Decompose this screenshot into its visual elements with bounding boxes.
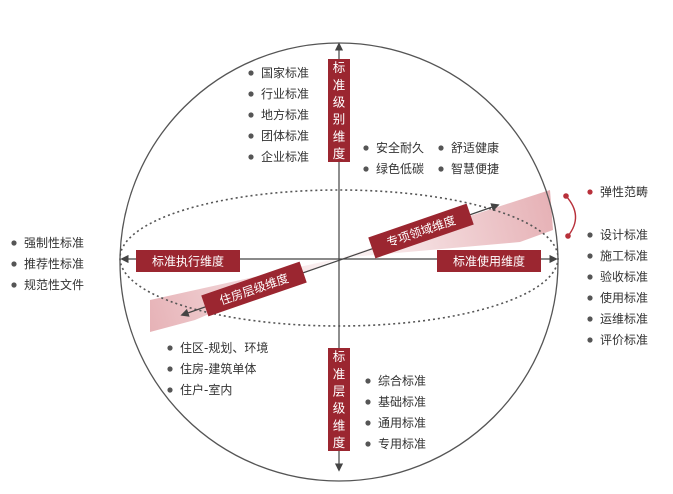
usage-item-1: 施工标准 bbox=[600, 249, 648, 263]
usage-item-4-bullet bbox=[587, 316, 593, 322]
right-axis-text: 标准使用维度 bbox=[453, 254, 525, 269]
domain-item-1-bullet bbox=[438, 145, 444, 151]
housing-item-1-bullet bbox=[167, 366, 173, 372]
level-item-1-bullet bbox=[248, 91, 254, 97]
usage-item-3-bullet bbox=[587, 295, 593, 301]
usage-item-5: 评价标准 bbox=[600, 333, 648, 347]
left-axis-label: 标准执行维度 bbox=[136, 250, 240, 272]
level-item-3-bullet bbox=[248, 133, 254, 139]
domain-item-2-bullet bbox=[363, 166, 369, 172]
usage-item-3: 使用标准 bbox=[600, 290, 648, 305]
housing-item-2: 住户-室内 bbox=[180, 382, 232, 397]
level-item-4: 企业标准 bbox=[261, 149, 309, 164]
usage-item-2-bullet bbox=[587, 274, 593, 280]
top-axis-text: 标准级别维度 bbox=[333, 60, 346, 161]
housing-item-0-bullet bbox=[167, 345, 173, 351]
usage-item-0: 设计标准 bbox=[600, 228, 648, 242]
flex-item-0: 弹性范畴 bbox=[600, 185, 648, 199]
right-axis-label: 标准使用维度 bbox=[437, 250, 541, 272]
domain-item-0-bullet bbox=[363, 145, 369, 151]
top-axis-label: 标准级别维度 bbox=[328, 59, 350, 162]
level-item-3: 团体标准 bbox=[261, 129, 309, 143]
flex-bracket-dot-top bbox=[563, 193, 569, 199]
hierarchy-item-3: 专用标准 bbox=[378, 436, 426, 451]
execution-item-1-bullet bbox=[11, 261, 17, 267]
hierarchy-item-1-bullet bbox=[365, 399, 371, 405]
domain-item-3-bullet bbox=[438, 166, 444, 172]
usage-item-0-bullet bbox=[587, 232, 593, 238]
usage-item-4: 运维标准 bbox=[600, 312, 648, 326]
domain-item-3: 智慧便捷 bbox=[451, 161, 499, 176]
hierarchy-item-1: 基础标准 bbox=[378, 395, 426, 409]
level-item-0: 国家标准 bbox=[261, 65, 309, 80]
hierarchy-item-2-bullet bbox=[365, 420, 371, 426]
execution-item-0-bullet bbox=[11, 240, 17, 246]
flex-bracket-dot-bottom bbox=[565, 233, 571, 239]
domain-item-2: 绿色低碳 bbox=[376, 161, 424, 176]
housing-item-2-bullet bbox=[167, 387, 173, 393]
flex-item-0-bullet bbox=[587, 189, 593, 195]
domain-item-0: 安全耐久 bbox=[376, 140, 424, 155]
usage-item-2: 验收标准 bbox=[600, 269, 648, 284]
execution-item-2-bullet bbox=[11, 282, 17, 288]
housing-item-1: 住房-建筑单体 bbox=[180, 361, 256, 376]
execution-item-2: 规范性文件 bbox=[24, 277, 84, 292]
execution-item-0: 强制性标准 bbox=[24, 236, 84, 250]
bottom-axis-label: 标准层级维度 bbox=[328, 348, 350, 451]
level-item-2: 地方标准 bbox=[261, 107, 309, 122]
usage-item-1-bullet bbox=[587, 253, 593, 259]
hierarchy-item-3-bullet bbox=[365, 441, 371, 447]
level-item-4-bullet bbox=[248, 154, 254, 160]
usage-item-5-bullet bbox=[587, 337, 593, 343]
level-item-1: 行业标准 bbox=[261, 87, 309, 101]
bottom-axis-text: 标准层级维度 bbox=[333, 349, 346, 450]
left-axis-text: 标准执行维度 bbox=[152, 254, 224, 269]
housing-item-0: 住区-规划、环境 bbox=[180, 340, 268, 355]
hierarchy-item-0: 综合标准 bbox=[378, 373, 426, 388]
level-item-0-bullet bbox=[248, 70, 254, 76]
domain-item-1: 舒适健康 bbox=[451, 140, 499, 155]
hierarchy-item-0-bullet bbox=[365, 378, 371, 384]
execution-item-1: 推荐性标准 bbox=[24, 257, 84, 271]
flex-bracket bbox=[565, 195, 577, 237]
level-item-2-bullet bbox=[248, 112, 254, 118]
hierarchy-item-2: 通用标准 bbox=[378, 416, 426, 430]
